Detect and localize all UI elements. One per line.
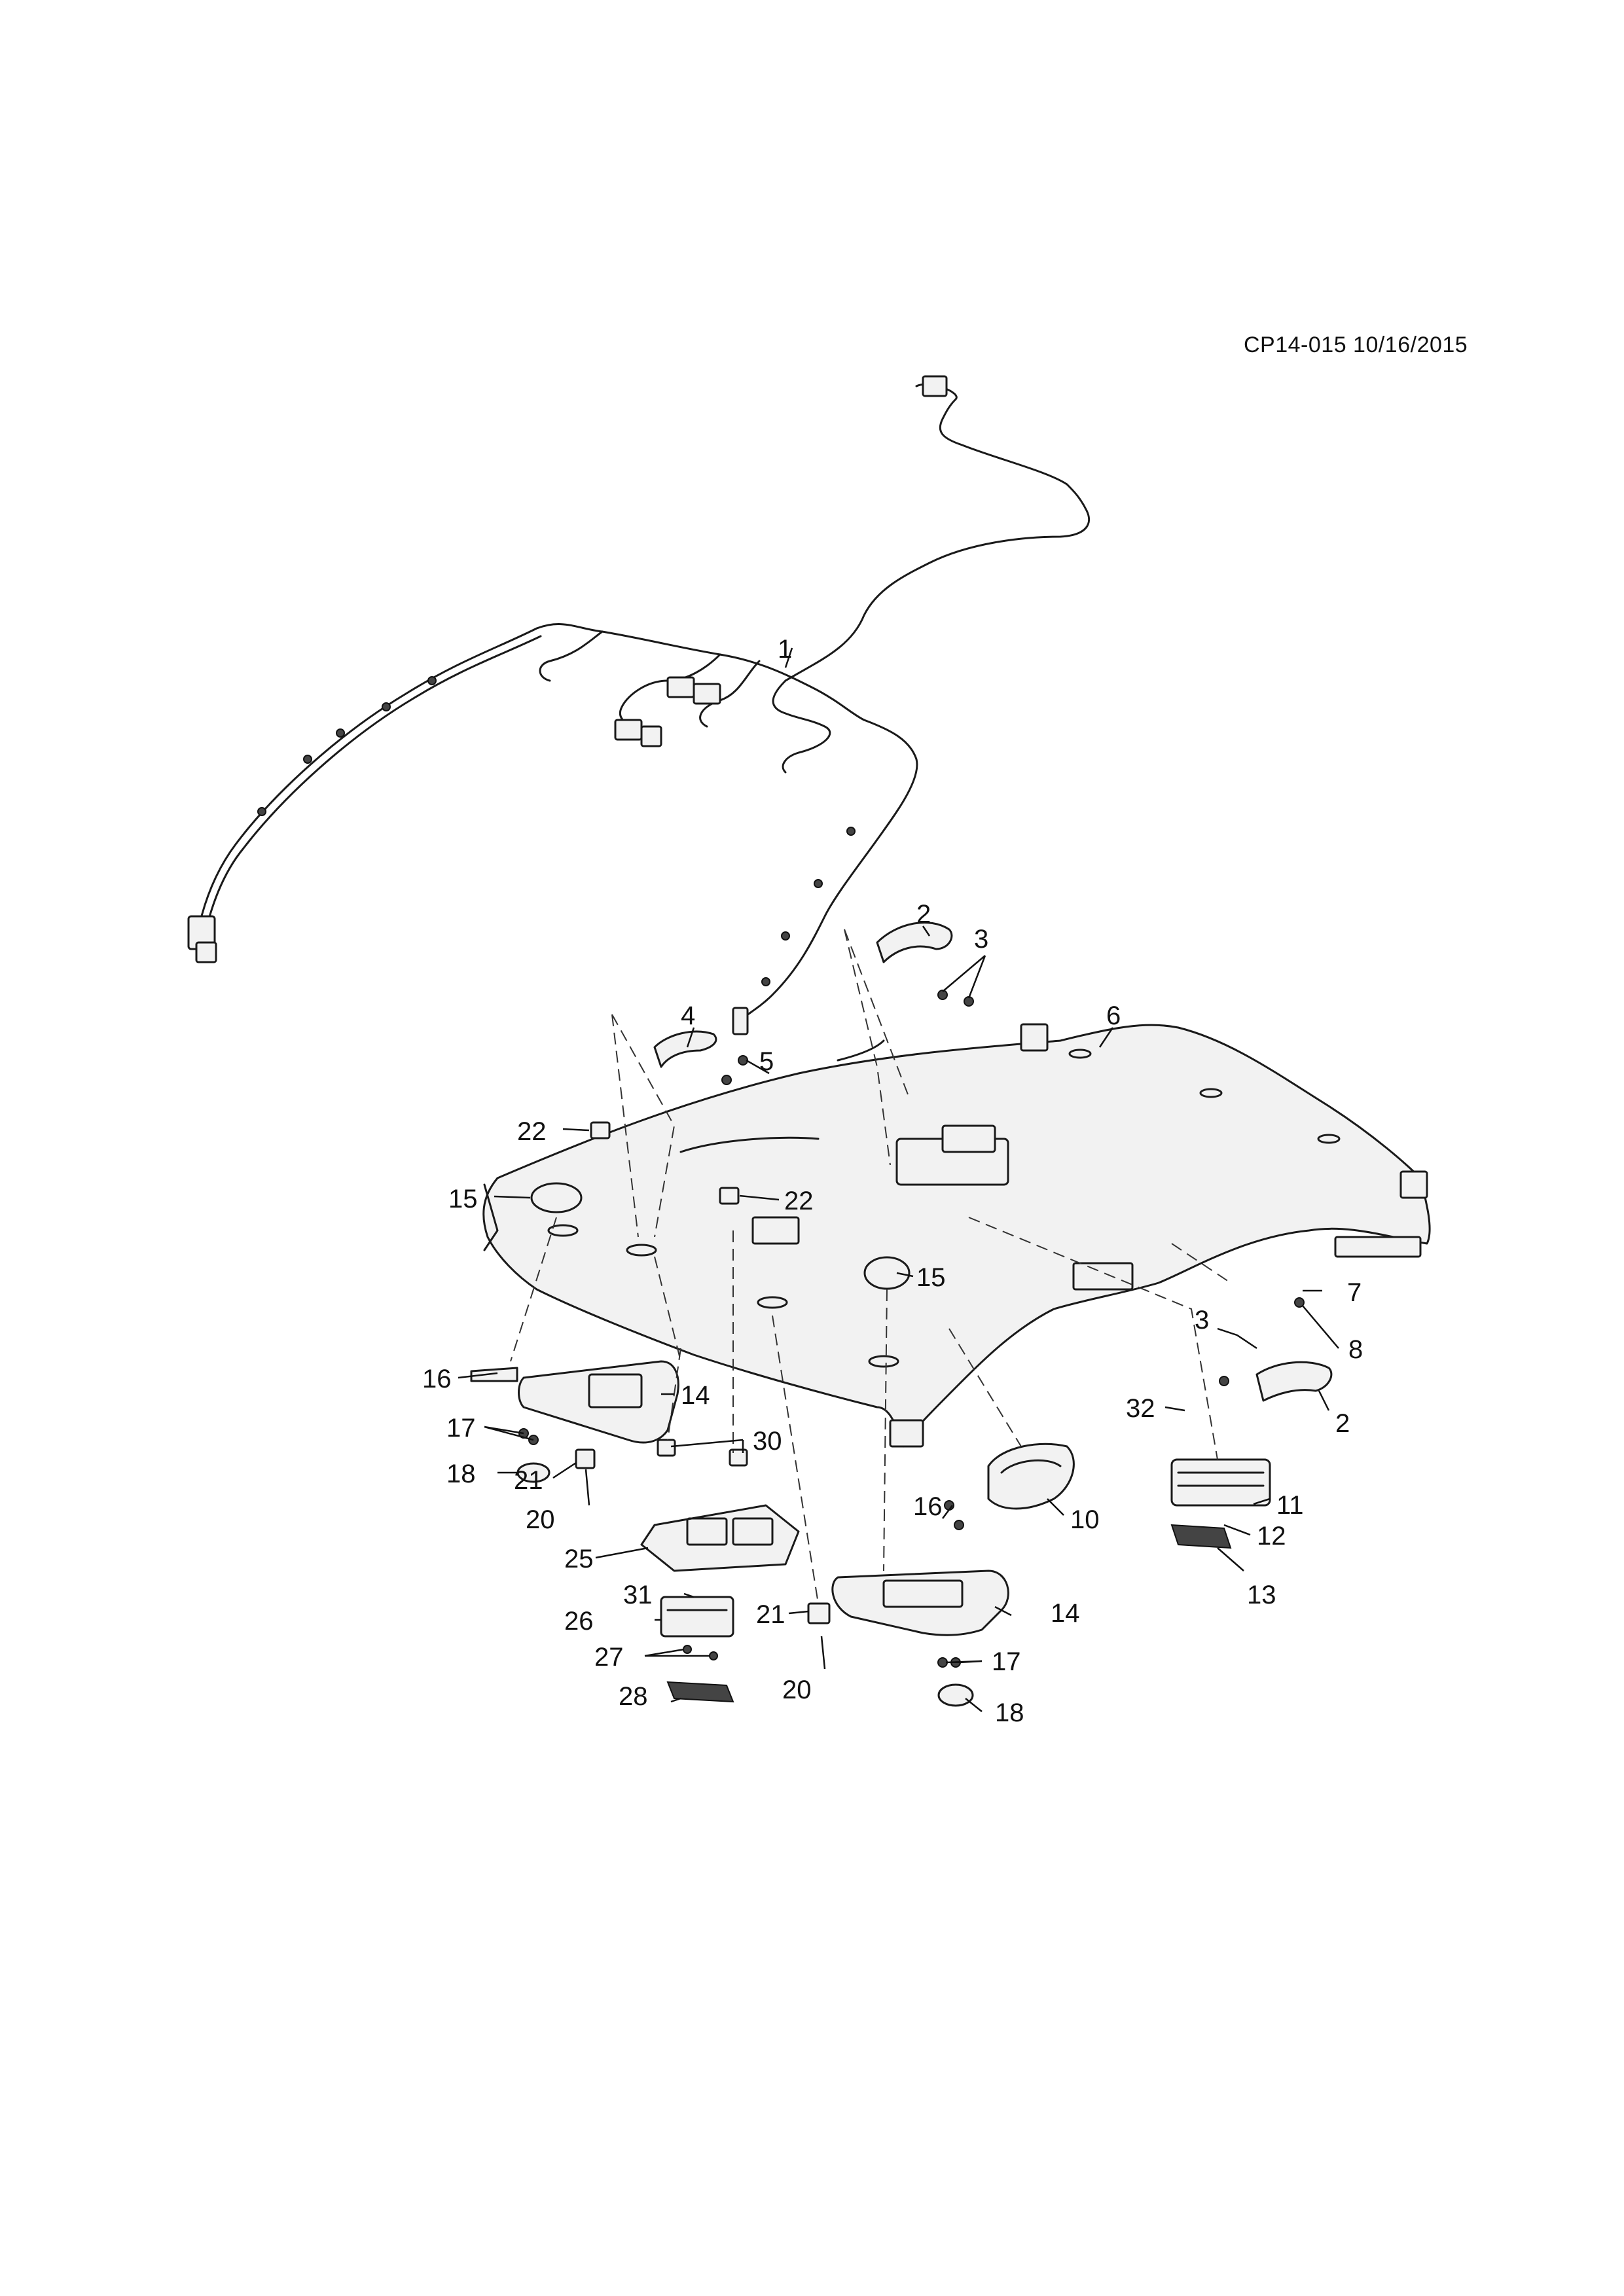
callout-4: 4 bbox=[681, 1001, 695, 1030]
callout-7: 7 bbox=[1347, 1278, 1362, 1307]
callout-5: 5 bbox=[759, 1047, 774, 1076]
lamp-10 bbox=[987, 1443, 1075, 1510]
lens-28 bbox=[666, 1681, 734, 1703]
callout-32: 32 bbox=[1126, 1394, 1155, 1423]
console-25 bbox=[640, 1504, 800, 1572]
callout-2: 2 bbox=[916, 900, 931, 929]
callout-10: 10 bbox=[1070, 1505, 1100, 1534]
callout-25: 25 bbox=[564, 1545, 594, 1573]
callout-27: 27 bbox=[594, 1643, 624, 1672]
lens-13 bbox=[1170, 1524, 1232, 1549]
callout-15: 15 bbox=[916, 1263, 946, 1292]
callout-15: 15 bbox=[448, 1185, 478, 1213]
callout-22: 22 bbox=[784, 1187, 814, 1215]
callout-3: 3 bbox=[1195, 1306, 1209, 1335]
assist-handle-side bbox=[653, 1030, 748, 1085]
callout-17: 17 bbox=[446, 1414, 476, 1443]
callout-16: 16 bbox=[422, 1365, 452, 1393]
callout-8: 8 bbox=[1348, 1335, 1363, 1364]
callout-11: 11 bbox=[1276, 1491, 1304, 1520]
headliner-panel bbox=[482, 1023, 1431, 1448]
callout-20: 20 bbox=[526, 1505, 555, 1534]
sunshade-left bbox=[470, 1360, 679, 1483]
clips-30 bbox=[657, 1439, 748, 1467]
callout-2: 2 bbox=[1335, 1409, 1350, 1438]
clip-22-left bbox=[590, 1121, 611, 1139]
leader-lines bbox=[458, 647, 1339, 1712]
document-code: CP14-015 10/16/2015 bbox=[1244, 332, 1468, 357]
callout-20: 20 bbox=[782, 1676, 812, 1704]
lamp-11 bbox=[1170, 1458, 1271, 1507]
callout-13: 13 bbox=[1247, 1581, 1276, 1609]
bulbs-27 bbox=[683, 1645, 718, 1660]
callout-31: 31 bbox=[623, 1581, 653, 1609]
callout-18: 18 bbox=[446, 1460, 476, 1488]
callout-17: 17 bbox=[992, 1647, 1021, 1676]
guide-lines bbox=[510, 929, 1231, 1604]
callout-26: 26 bbox=[564, 1607, 594, 1636]
callout-12: 12 bbox=[1257, 1522, 1286, 1551]
callout-14: 14 bbox=[1051, 1599, 1080, 1628]
grommet-15-center bbox=[863, 1256, 911, 1290]
clip-22-center bbox=[719, 1187, 740, 1205]
assist-handle-rear bbox=[1219, 1297, 1333, 1402]
grommet-15-left bbox=[530, 1182, 583, 1213]
callout-21: 21 bbox=[514, 1466, 543, 1495]
sunshade-right bbox=[807, 1500, 1009, 1707]
callout-22: 22 bbox=[517, 1117, 547, 1146]
callout-30: 30 bbox=[753, 1427, 782, 1456]
assist-handle-front bbox=[876, 922, 974, 1007]
callout-1: 1 bbox=[778, 635, 792, 664]
lamp-26 bbox=[660, 1596, 734, 1638]
callout-18: 18 bbox=[995, 1698, 1024, 1727]
callout-21: 21 bbox=[756, 1600, 785, 1629]
wiring-harness bbox=[187, 375, 1091, 1035]
callout-14: 14 bbox=[681, 1381, 710, 1410]
callout-28: 28 bbox=[619, 1682, 648, 1711]
callout-labels: 1 2 3 4 5 6 22 15 22 15 7 3 8 2 16 14 32… bbox=[422, 635, 1363, 1727]
callout-16: 16 bbox=[913, 1492, 943, 1521]
callout-3: 3 bbox=[974, 925, 988, 954]
callout-6: 6 bbox=[1106, 1001, 1121, 1030]
